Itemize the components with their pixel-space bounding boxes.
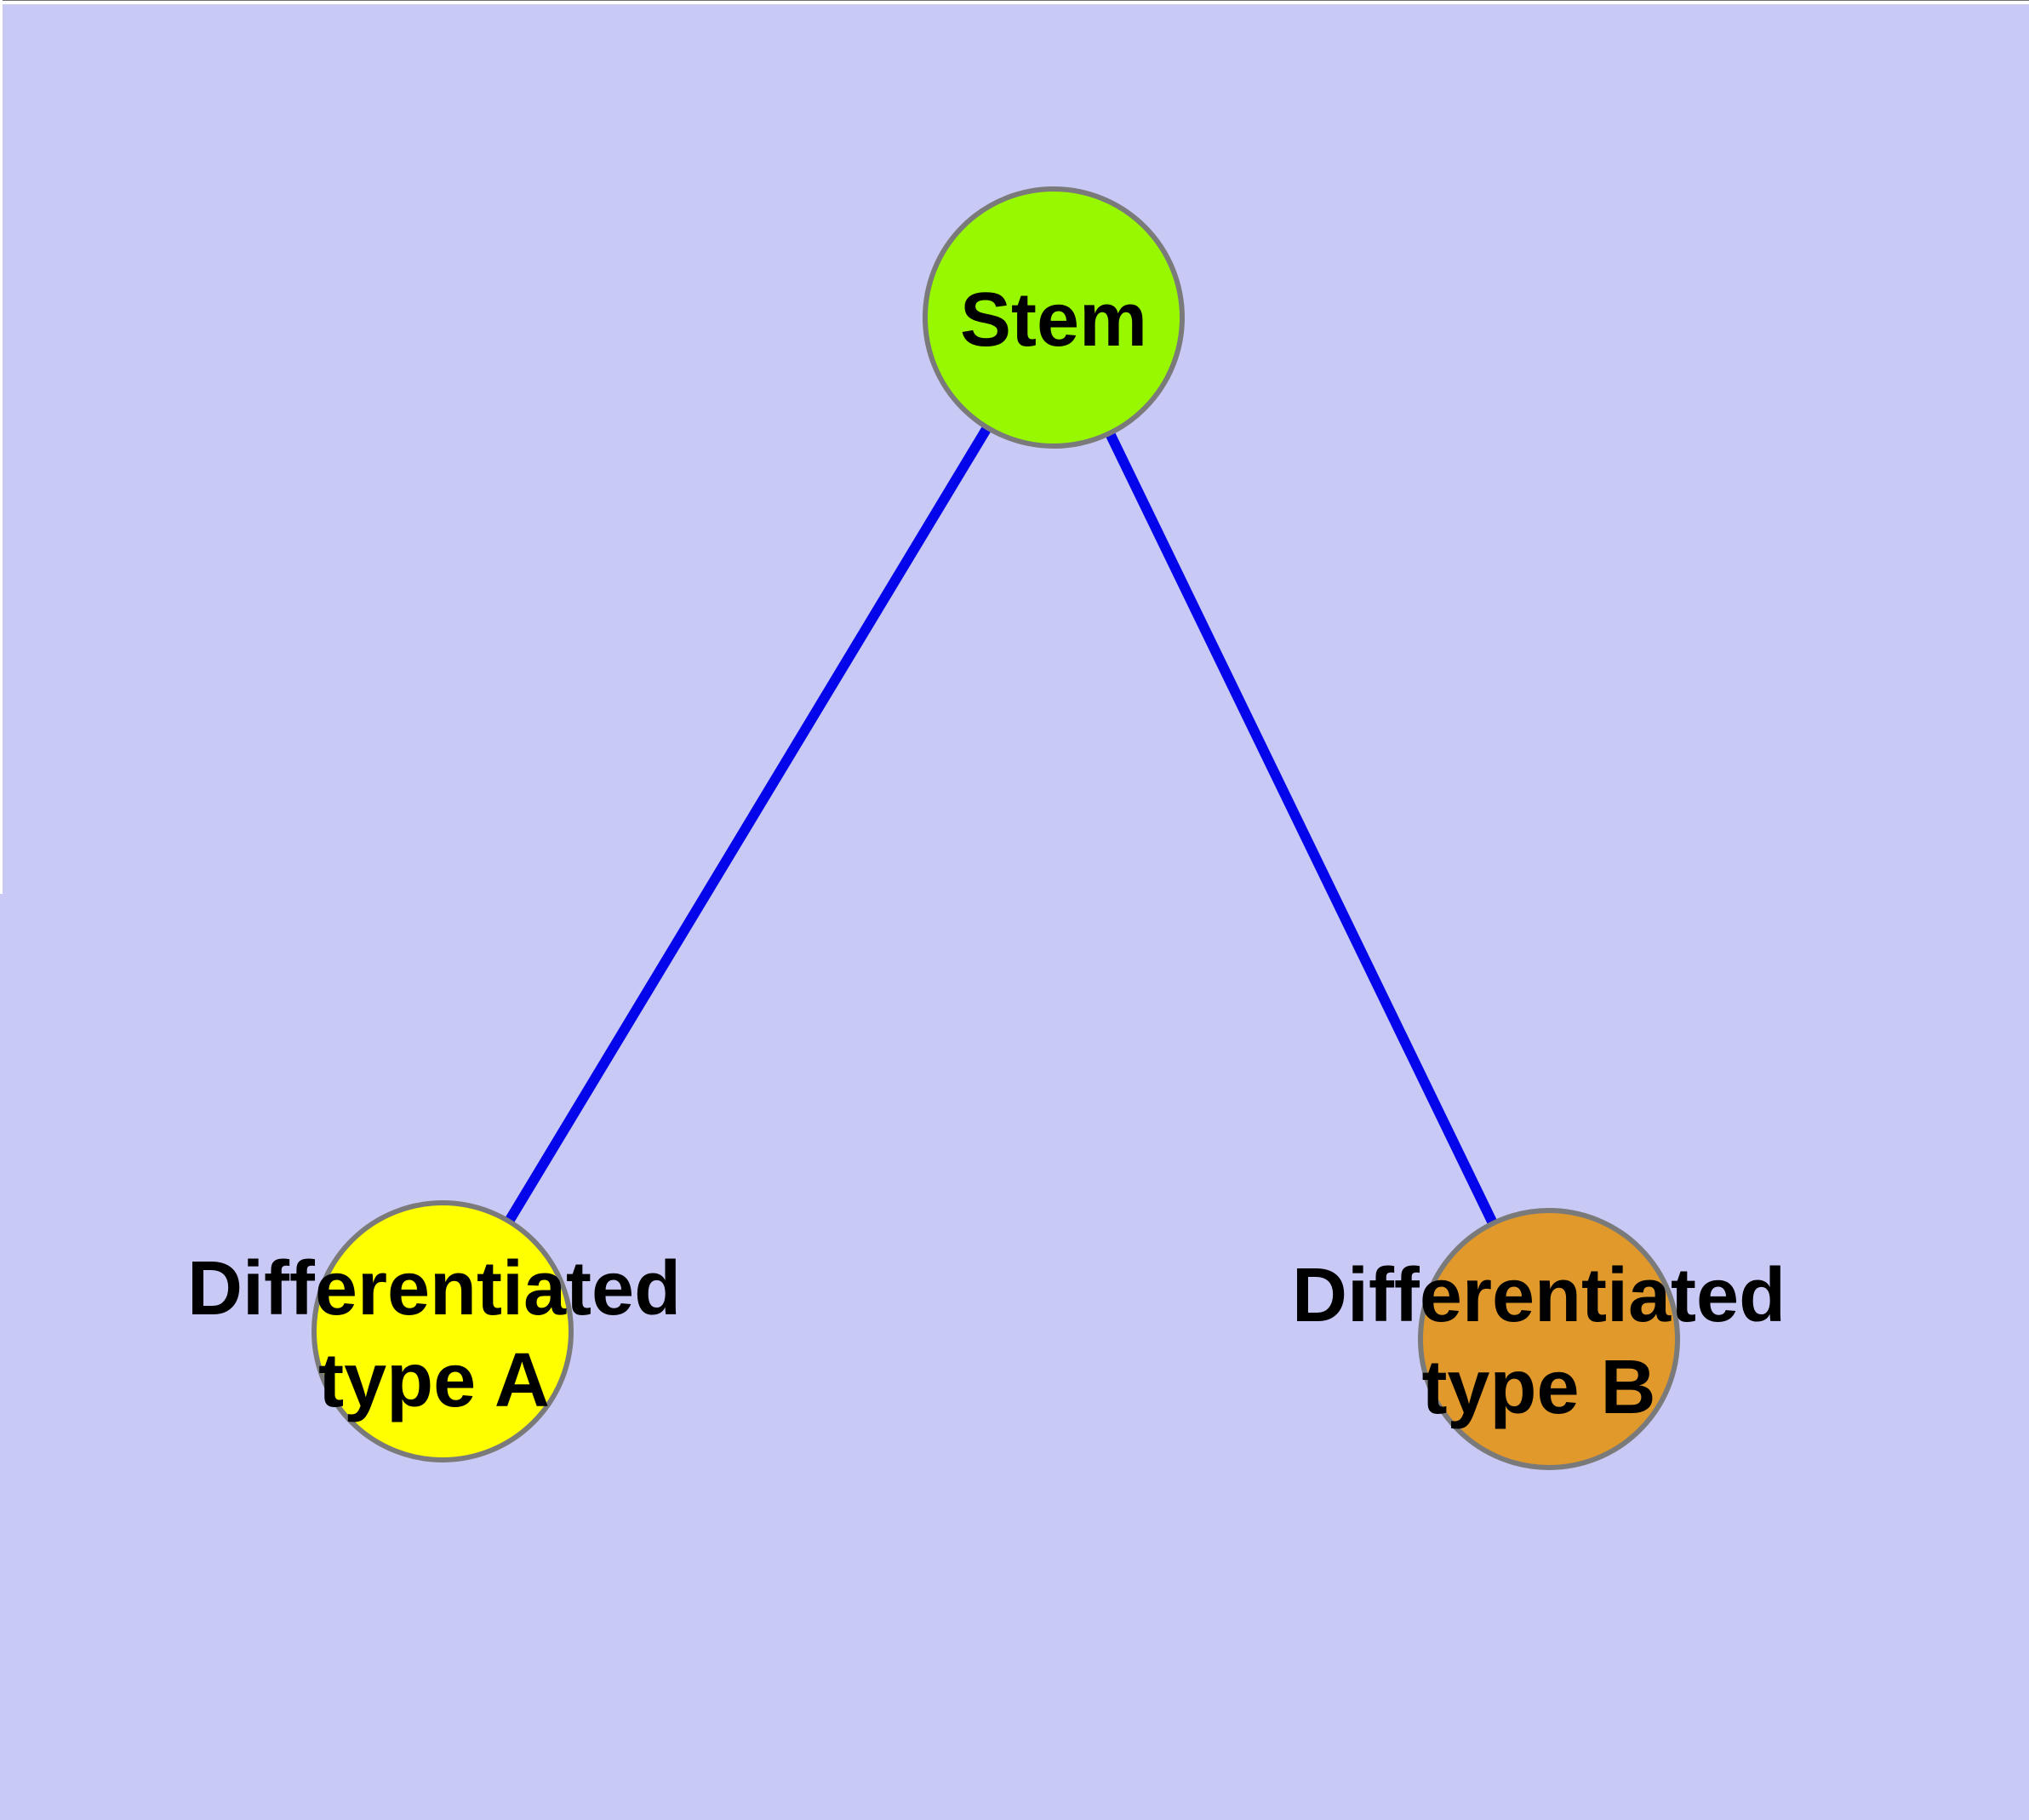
node-type-b-label-line1: Differentiated <box>1291 1253 1786 1338</box>
node-type-a-label-line1: Differentiated <box>186 1246 682 1331</box>
node-type-b-label-line2: type B <box>1421 1345 1656 1430</box>
node-stem-label: Stem <box>960 274 1147 366</box>
node-type-a-label: Differentiated type A <box>187 1243 681 1427</box>
node-type-a-label-line2: type A <box>318 1338 550 1423</box>
node-stem-circle <box>923 186 1185 449</box>
edge-stem-to-type-b <box>1049 315 1554 1342</box>
window-left-edge <box>0 0 3 894</box>
node-type-b-label: Differentiated type B <box>1292 1250 1786 1434</box>
node-stem-label-text: Stem <box>959 278 1148 363</box>
window-top-edge <box>0 0 2029 4</box>
node-type-b-circle <box>1418 1208 1680 1470</box>
node-type-a-circle <box>311 1200 574 1462</box>
edge-stem-to-type-a <box>437 314 1059 1335</box>
